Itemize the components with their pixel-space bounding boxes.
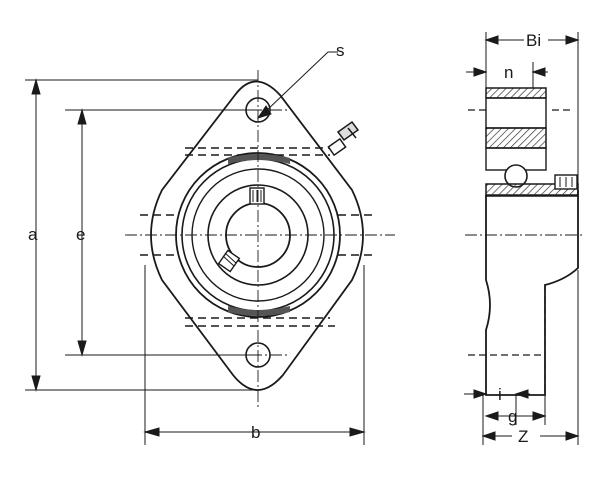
dimension-label-i: i — [498, 385, 502, 404]
side-view-dimensions — [464, 32, 580, 445]
side-housing-outline — [485, 190, 579, 396]
front-view-dimensions — [25, 51, 366, 445]
dimension-label-n: n — [504, 63, 513, 82]
seal-top-arc — [228, 154, 290, 164]
dimension-label-s: s — [336, 41, 345, 60]
flange-housing-outline — [150, 80, 364, 391]
front-view — [125, 70, 395, 410]
dimension-label-Bi: Bi — [526, 31, 541, 50]
side-hidden-lines — [468, 109, 572, 395]
dimension-label-g: g — [508, 407, 517, 426]
side-view — [465, 87, 585, 396]
seal-bottom-arc — [228, 306, 290, 316]
bearing-insert-upper — [485, 87, 547, 99]
center-lines — [125, 70, 395, 410]
dimension-label-a: a — [28, 225, 38, 244]
grease-nipple-icon — [327, 120, 360, 157]
dimension-label-Z: Z — [518, 427, 528, 446]
bearing-insert-race — [485, 127, 547, 149]
dimension-label-b: b — [251, 423, 260, 442]
dimension-label-e: e — [76, 225, 85, 244]
